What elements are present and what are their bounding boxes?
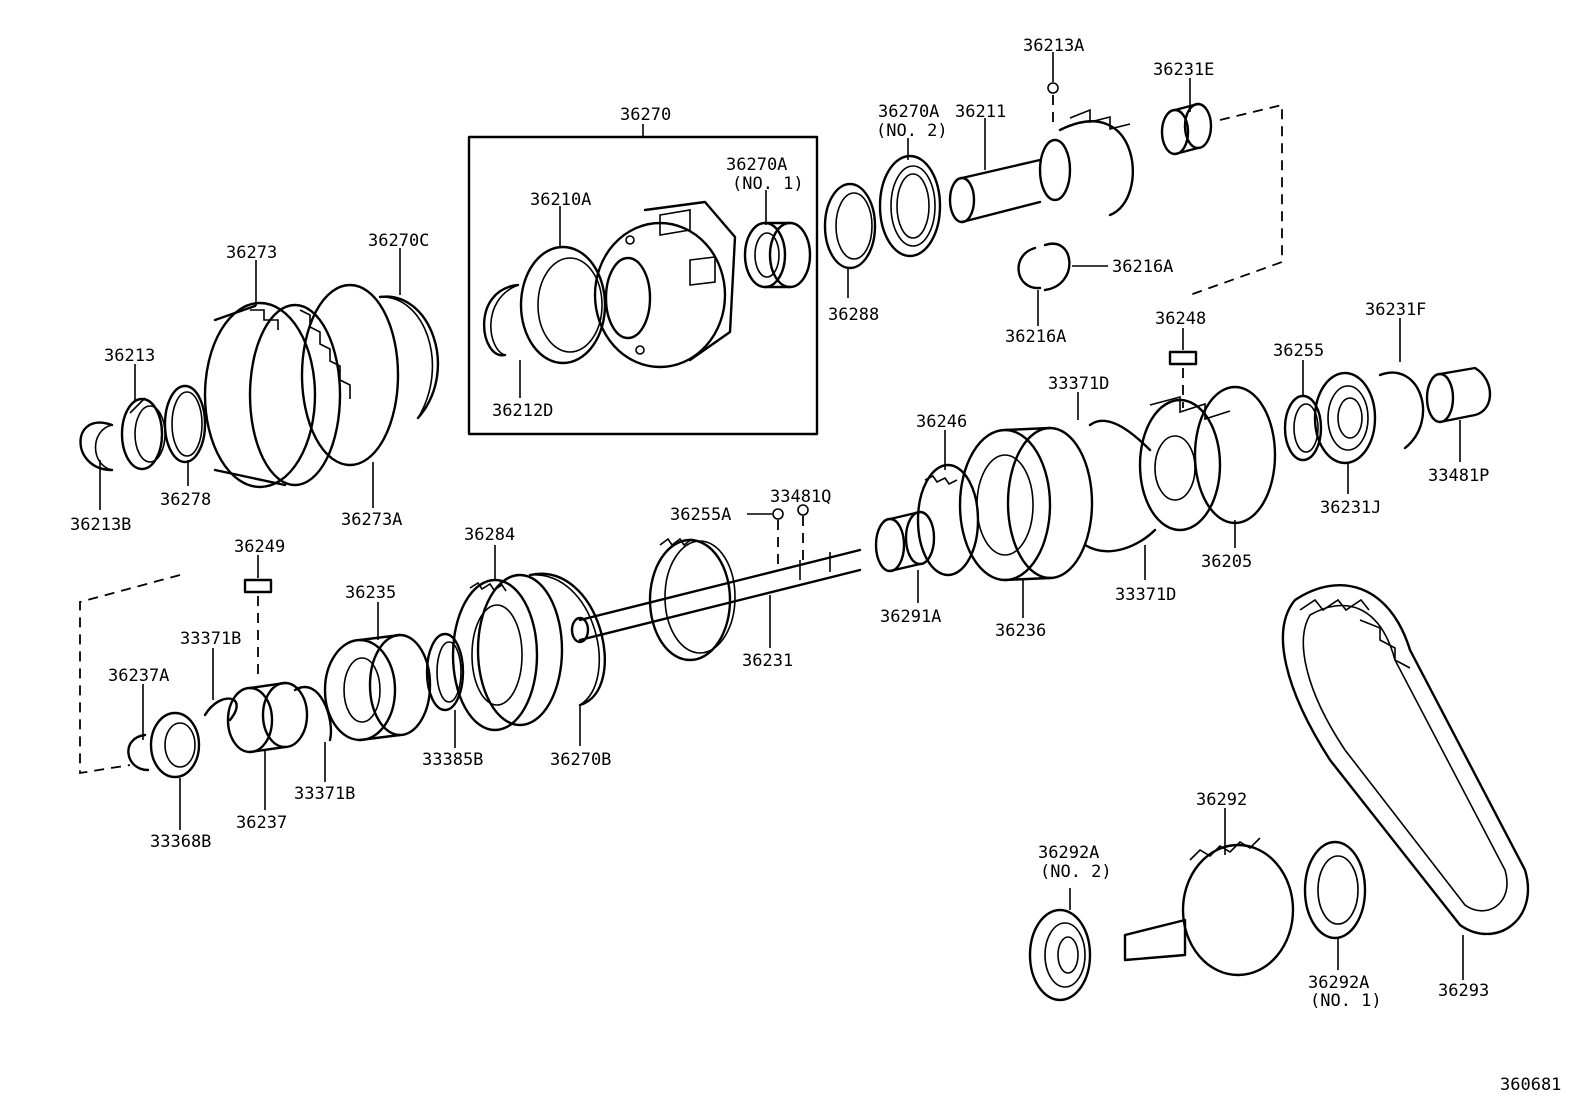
label-36231: 36231 — [742, 651, 793, 671]
part-36291A-needle-bearing — [874, 510, 936, 573]
part-36270A-no2-bearing — [878, 154, 942, 258]
part-36288-washer — [823, 182, 877, 270]
label-36293: 36293 — [1438, 981, 1489, 1001]
label-36210A: 36210A — [530, 190, 591, 210]
part-36211-sun-gear — [948, 108, 1135, 224]
label-36246: 36246 — [916, 412, 967, 432]
part-36278-ring — [163, 384, 207, 464]
label-36237: 36237 — [236, 813, 287, 833]
part-36231F-snap-ring — [1378, 371, 1425, 450]
part-36216A-ring-a — [1043, 242, 1071, 292]
label-33371B-b: 33371B — [294, 784, 355, 804]
label-36278: 36278 — [160, 490, 211, 510]
label-36212D: 36212D — [492, 401, 553, 421]
label-36248: 36248 — [1155, 309, 1206, 329]
label-36270B: 36270B — [550, 750, 611, 770]
part-33371D-spring-a — [1088, 419, 1152, 452]
part-33481P-sleeve — [1425, 366, 1492, 424]
label-36270A-no1-sub: (NO. 1) — [732, 174, 804, 194]
label-36273A: 36273A — [341, 510, 402, 530]
part-36248-key — [1168, 350, 1198, 366]
label-36205: 36205 — [1201, 552, 1252, 572]
part-36293-chain — [1281, 584, 1530, 936]
part-36212D-snap-ring — [482, 283, 520, 357]
part-36213-ring — [120, 397, 166, 471]
part-36270C-snap-ring — [378, 295, 440, 420]
label-36270C: 36270C — [368, 231, 429, 251]
part-33371B-spring-b — [293, 686, 333, 742]
label-36231J: 36231J — [1320, 498, 1381, 518]
part-planet-carrier — [593, 200, 737, 369]
part-36292-sprocket — [1123, 837, 1295, 977]
part-36213B-snap-ring — [79, 421, 114, 472]
label-36288: 36288 — [828, 305, 879, 325]
label-36211: 36211 — [955, 102, 1006, 122]
part-36273A-snap-ring — [300, 283, 400, 467]
label-36235: 36235 — [345, 583, 396, 603]
label-36255A: 36255A — [670, 505, 731, 525]
part-36249-key — [243, 578, 273, 594]
part-36231-main-shaft — [570, 537, 862, 662]
part-36270B-snap-ring — [528, 572, 607, 707]
part-36216A-ring-b — [1017, 246, 1042, 290]
label-36292A-no1: 36292A — [1308, 973, 1369, 993]
label-36213B: 36213B — [70, 515, 131, 535]
part-36231J-bearing — [1313, 371, 1377, 465]
leader-lines — [99, 52, 1464, 980]
label-36213A: 36213A — [1023, 36, 1084, 56]
part-36237-hub — [226, 681, 309, 754]
label-36249: 36249 — [234, 537, 285, 557]
label-36255: 36255 — [1273, 341, 1324, 361]
diagram-id: 360681 — [1500, 1075, 1561, 1095]
label-36273: 36273 — [226, 243, 277, 263]
part-36273-ring-gear — [203, 301, 351, 489]
label-36270: 36270 — [620, 105, 671, 125]
part-36231E-needle-bearing — [1160, 102, 1213, 156]
label-36236: 36236 — [995, 621, 1046, 641]
part-36236-gear — [958, 426, 1094, 582]
label-33385B: 33385B — [422, 750, 483, 770]
label-33368B: 33368B — [150, 832, 211, 852]
label-36292: 36292 — [1196, 790, 1247, 810]
part-33368B-ring — [149, 711, 201, 779]
label-33371D-a: 33371D — [1048, 374, 1109, 394]
label-36216A-b: 36216A — [1005, 327, 1066, 347]
label-36270A-no2: 36270A — [878, 102, 939, 122]
label-36292A-no2-sub: (NO. 2) — [1040, 862, 1112, 882]
label-36284: 36284 — [464, 525, 515, 545]
part-36210A-ring — [519, 245, 607, 365]
part-36237A-snap-ring — [127, 733, 150, 772]
label-36270A-no1: 36270A — [726, 155, 787, 175]
label-36231F: 36231F — [1365, 300, 1426, 320]
label-36291A: 36291A — [880, 607, 941, 627]
callout-labels: 36213A 36231E 36270 36270A (NO. 2) 36211… — [70, 36, 1561, 1095]
part-33371D-spring-b — [1083, 528, 1157, 553]
label-33481Q: 33481Q — [770, 487, 831, 507]
part-33371B-spring-a — [203, 697, 238, 722]
part-36292A-no2-bearing — [1028, 908, 1092, 1002]
label-33481P: 33481P — [1428, 466, 1489, 486]
part-36235-gear — [323, 633, 432, 742]
part-36246-sensor-ring — [916, 463, 980, 577]
part-36292A-no1-bearing — [1303, 840, 1367, 940]
label-33371D-b: 33371D — [1115, 585, 1176, 605]
label-36237A: 36237A — [108, 666, 169, 686]
part-33385B-washer — [425, 632, 465, 712]
label-36292A-no2: 36292A — [1038, 843, 1099, 863]
label-36231E: 36231E — [1153, 60, 1214, 80]
part-36205-hub — [1138, 385, 1277, 532]
label-33371B-a: 33371B — [180, 629, 241, 649]
part-36284-gear — [451, 573, 564, 732]
label-36292A-no1-sub: (NO. 1) — [1310, 991, 1382, 1011]
label-36270A-no2-sub: (NO. 2) — [876, 121, 948, 141]
label-36213: 36213 — [104, 346, 155, 366]
part-36270A-no1-bearing — [743, 221, 812, 289]
label-36216A-a: 36216A — [1112, 257, 1173, 277]
